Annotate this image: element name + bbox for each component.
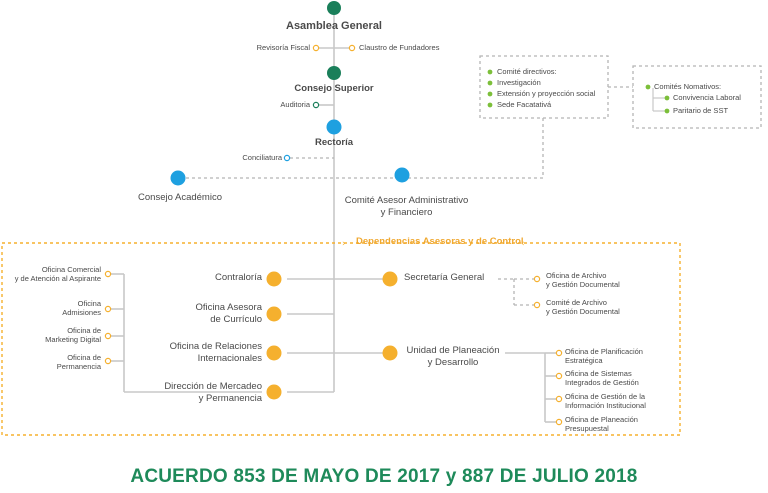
planeacion-office-line1: Oficina de Planeación bbox=[565, 415, 638, 424]
archivo-office-line1: Comité de Archivo bbox=[546, 298, 607, 307]
left-office-line1: Oficina Comercial bbox=[41, 265, 101, 274]
planeacion-office-line2: Estratégica bbox=[565, 356, 603, 365]
consejo-superior-node bbox=[327, 66, 341, 80]
contraloria-node bbox=[266, 271, 282, 287]
auditoria-label: Auditoria bbox=[280, 100, 310, 109]
curriculo-node bbox=[266, 306, 282, 322]
left-office-line2: Admisiones bbox=[62, 308, 101, 317]
left-office-line2: Marketing Digital bbox=[45, 335, 101, 344]
comite-item: Extensión y proyección social bbox=[497, 89, 596, 98]
left-office-line2: y de Atención al Aspirante bbox=[14, 274, 101, 283]
comite-asesor-label-2: y Financiero bbox=[380, 207, 433, 218]
mercadeo-label-2: y Permanencia bbox=[198, 393, 262, 404]
planeacion-label-2: y Desarrollo bbox=[427, 357, 479, 368]
claustro-label: Claustro de Fundadores bbox=[359, 43, 440, 52]
planeacion-office-line1: Oficina de Sistemas bbox=[565, 369, 632, 378]
footer-title: ACUERDO 853 DE MAYO DE 2017 y 887 DE JUL… bbox=[130, 466, 638, 487]
dependencias-title: Dependencias Asesoras y de Control bbox=[356, 236, 524, 247]
relaciones-node bbox=[266, 345, 282, 361]
relaciones-label-2: Internacionales bbox=[197, 353, 262, 364]
nomativos-item: Convivencia Laboral bbox=[673, 93, 741, 102]
rectoria-node bbox=[326, 119, 342, 135]
asamblea-label: Asamblea General bbox=[286, 20, 382, 32]
left-office-line1: Oficina de bbox=[67, 353, 101, 362]
comite-asesor-label-1: Comité Asesor Administrativo bbox=[344, 195, 469, 206]
mercadeo-node bbox=[266, 384, 282, 400]
planeacion-office-line2: Presupuestal bbox=[565, 424, 609, 433]
planeacion-label-1: Unidad de Planeación bbox=[406, 345, 500, 356]
relaciones-label-1: Oficina de Relaciones bbox=[169, 341, 262, 352]
planeacion-office-line1: Oficina de Planificación bbox=[565, 347, 643, 356]
dependencias-box bbox=[1, 242, 681, 436]
consejo-academico-label: Consejo Académico bbox=[138, 192, 222, 203]
mercadeo-label-1: Dirección de Mercadeo bbox=[164, 381, 262, 392]
left-office-line2: Permanencia bbox=[56, 362, 101, 371]
archivo-office-line2: y Gestión Documental bbox=[546, 307, 620, 316]
comite-item: Investigación bbox=[497, 78, 541, 87]
curriculo-label-2: de Currículo bbox=[210, 314, 262, 325]
chevron-left-icon: ‹ bbox=[521, 239, 525, 249]
comite-asesor-node bbox=[394, 167, 410, 183]
archivo-office-line2: y Gestión Documental bbox=[546, 280, 620, 289]
asamblea-node bbox=[327, 1, 341, 15]
consejo-superior-label: Consejo Superior bbox=[294, 83, 374, 94]
archivo-office-line1: Oficina de Archivo bbox=[546, 271, 607, 280]
secretaria-node bbox=[382, 271, 398, 287]
rectoria-label: Rectoría bbox=[314, 137, 353, 148]
planeacion-office-line1: Oficina de Gestión de la bbox=[565, 392, 646, 401]
planeacion-node bbox=[382, 345, 398, 361]
revisoria-label: Revisoría Fiscal bbox=[256, 43, 310, 52]
comite-item: Sede Facatativá bbox=[497, 100, 552, 109]
left-office-line1: Oficina bbox=[77, 299, 101, 308]
conciliatura-label: Conciliatura bbox=[242, 153, 282, 162]
comites-nomativos-box bbox=[632, 65, 762, 129]
consejo-academico-node bbox=[170, 170, 186, 186]
planeacion-office-line2: Información Institucional bbox=[565, 401, 646, 410]
curriculo-label-1: Oficina Asesora bbox=[195, 302, 262, 313]
nomativos-title: Comités Nomativos: bbox=[654, 82, 722, 91]
comite-directivos-title: Comité directivos: bbox=[497, 67, 557, 76]
contraloria-label: Contraloría bbox=[215, 272, 262, 283]
planeacion-office-line2: Integrados de Gestión bbox=[565, 378, 639, 387]
nomativos-item: Paritario de SST bbox=[673, 106, 729, 115]
chevron-right-icon: › bbox=[342, 239, 346, 249]
left-office-line1: Oficina de bbox=[67, 326, 101, 335]
secretaria-label: Secretaría General bbox=[404, 272, 485, 283]
